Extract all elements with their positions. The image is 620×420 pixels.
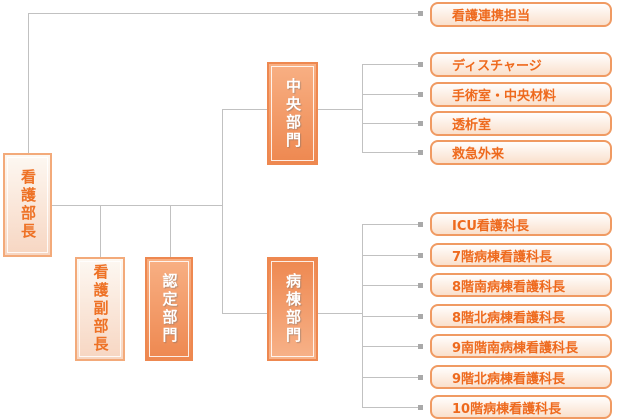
connector-anchor [418,405,423,410]
connector-line [362,377,418,378]
leaf-emergency-outpatient: 救急外来 [430,140,612,165]
leaf-operating-room-central-materials: 手術室・中央材料 [430,82,612,107]
leaf-icu-head-nurse: ICU看護科長 [430,212,612,236]
connector-line [318,313,362,314]
connector-anchor [418,222,423,227]
leaf-label: 9階北病棟看護科長 [452,371,566,387]
connector-line [222,109,223,313]
connector-line [362,64,418,65]
connector-line [100,205,101,257]
leaf-9f-north-ward-head-nurse: 9階北病棟看護科長 [430,365,612,389]
connector-anchor [418,283,423,288]
node-deputy-nursing-director: 看護副部長 [75,257,125,361]
leaf-label: ディスチャージ [452,59,542,74]
leaf-10f-ward-head-nurse: 10階病棟看護科長 [430,395,612,419]
leaf-label: 7階病棟看護科長 [452,249,553,265]
leaf-8f-south-ward-head-nurse: 8階南病棟看護科長 [430,273,612,297]
connector-line [318,109,362,110]
connector-line [222,313,267,314]
connector-anchor [418,344,423,349]
node-label: 看護部長 [19,169,37,241]
leaf-label: ICU看護科長 [452,218,529,234]
node-label: 中央部門 [284,77,302,150]
connector-line [362,64,363,153]
connector-line [28,13,418,14]
connector-line [362,152,418,153]
connector-anchor [418,253,423,258]
leaf-7f-ward-head-nurse: 7階病棟看護科長 [430,243,612,267]
connector-anchor [418,150,423,155]
leaf-9f-south-ward-head-nurse: 9南階南病棟看護科長 [430,334,612,358]
leaf-8f-north-ward-head-nurse: 8階北病棟看護科長 [430,304,612,328]
connector-line [362,255,418,256]
node-certified-department: 認定部門 [145,257,193,361]
node-central-department: 中央部門 [267,62,318,165]
leaf-label: 手術室・中央材料 [452,89,557,104]
leaf-label: 10階病棟看護科長 [452,401,562,417]
leaf-discharge: ディスチャージ [430,52,612,77]
connector-line [362,346,418,347]
connector-anchor [418,314,423,319]
node-label: 看護副部長 [91,264,110,354]
connector-anchor [418,375,423,380]
leaf-nursing-liaison: 看護連携担当 [430,2,612,27]
connector-line [222,109,267,110]
connector-line [362,94,418,95]
connector-line [170,205,171,257]
node-ward-department: 病棟部門 [267,257,318,361]
leaf-label: 9南階南病棟看護科長 [452,340,579,356]
leaf-dialysis-room: 透析室 [430,111,612,136]
leaf-label: 透析室 [452,118,492,133]
connector-line [362,316,418,317]
node-nursing-director: 看護部長 [3,153,52,257]
connector-line [28,13,29,153]
leaf-label: 8階南病棟看護科長 [452,279,566,295]
connector-line [362,224,363,407]
connector-line [52,205,222,206]
connector-anchor [418,92,423,97]
leaf-label: 8階北病棟看護科長 [452,310,566,326]
connector-anchor [418,121,423,126]
connector-line [362,123,418,124]
node-label: 病棟部門 [284,273,302,345]
connector-line [362,407,418,408]
connector-anchor [418,62,423,67]
connector-line [362,224,418,225]
connector-anchor [418,11,423,16]
node-label: 認定部門 [160,273,179,345]
leaf-label: 救急外来 [452,147,505,162]
connector-line [362,285,418,286]
leaf-label: 看護連携担当 [452,9,531,24]
